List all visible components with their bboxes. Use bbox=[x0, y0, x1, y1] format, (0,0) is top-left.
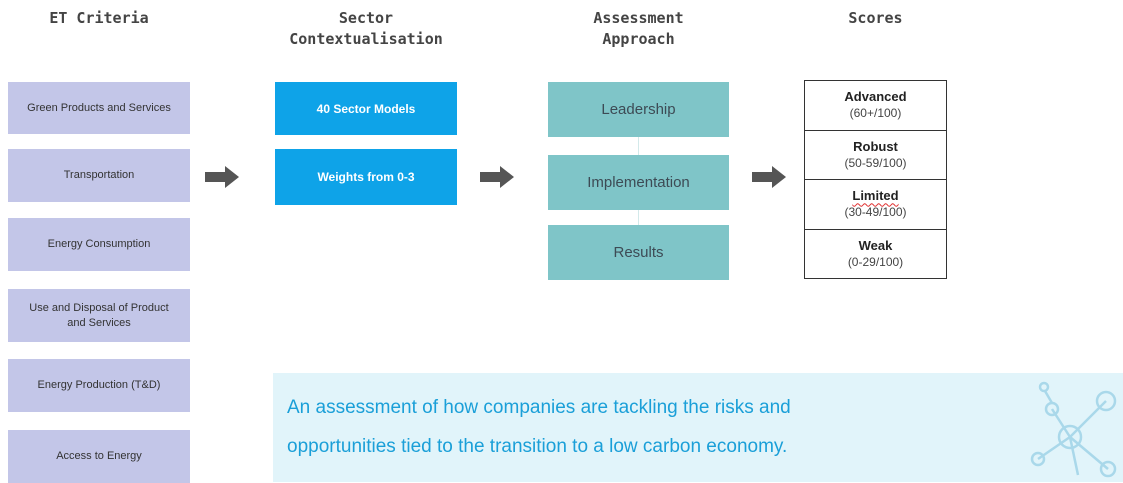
right-arrow-icon bbox=[752, 166, 786, 188]
score-row-advanced: Advanced (60+/100) bbox=[805, 81, 946, 131]
assessment-connector bbox=[638, 137, 639, 155]
right-arrow-icon bbox=[205, 166, 239, 188]
criteria-item-use-and-disposal: Use and Disposal of Product and Services bbox=[8, 289, 190, 342]
criteria-header: ET Criteria bbox=[49, 9, 149, 27]
description-banner: An assessment of how companies are tackl… bbox=[273, 373, 1123, 482]
criteria-item-green-products: Green Products and Services bbox=[8, 82, 190, 134]
score-row-robust: Robust (50-59/100) bbox=[805, 131, 946, 180]
right-arrow-icon bbox=[480, 166, 514, 188]
score-range: (60+/100) bbox=[849, 106, 902, 121]
score-name: Robust bbox=[853, 138, 898, 154]
sector-header: Sector Contextualisation bbox=[289, 9, 443, 48]
score-row-weak: Weak (0-29/100) bbox=[805, 230, 946, 279]
assessment-step-implementation: Implementation bbox=[548, 155, 729, 210]
sector-weights-box: Weights from 0-3 bbox=[275, 149, 457, 205]
criteria-item-energy-production: Energy Production (T&D) bbox=[8, 359, 190, 412]
assessment-step-leadership: Leadership bbox=[548, 82, 729, 137]
criteria-item-transportation: Transportation bbox=[8, 149, 190, 202]
score-range: (0-29/100) bbox=[847, 254, 904, 269]
scores-header: Scores bbox=[848, 9, 903, 27]
score-range: (50-59/100) bbox=[844, 155, 907, 170]
molecule-network-icon bbox=[1030, 381, 1117, 478]
banner-text-line-2: opportunities tied to the transition to … bbox=[287, 436, 788, 457]
assessment-header: Assessment Approach bbox=[593, 9, 684, 48]
score-name: Advanced bbox=[844, 89, 907, 105]
score-name: Limited bbox=[852, 188, 899, 204]
score-name: Weak bbox=[858, 237, 893, 253]
sector-models-box: 40 Sector Models bbox=[275, 82, 457, 135]
score-range: (30-49/100) bbox=[844, 205, 907, 220]
scores-table: Advanced (60+/100) Robust (50-59/100) Li… bbox=[804, 80, 947, 279]
criteria-item-energy-consumption: Energy Consumption bbox=[8, 218, 190, 271]
banner-text-line-1: An assessment of how companies are tackl… bbox=[287, 397, 791, 418]
assessment-connector bbox=[638, 210, 639, 225]
criteria-item-access-to-energy: Access to Energy bbox=[8, 430, 190, 483]
assessment-step-results: Results bbox=[548, 225, 729, 280]
score-row-limited: Limited (30-49/100) bbox=[805, 180, 946, 230]
